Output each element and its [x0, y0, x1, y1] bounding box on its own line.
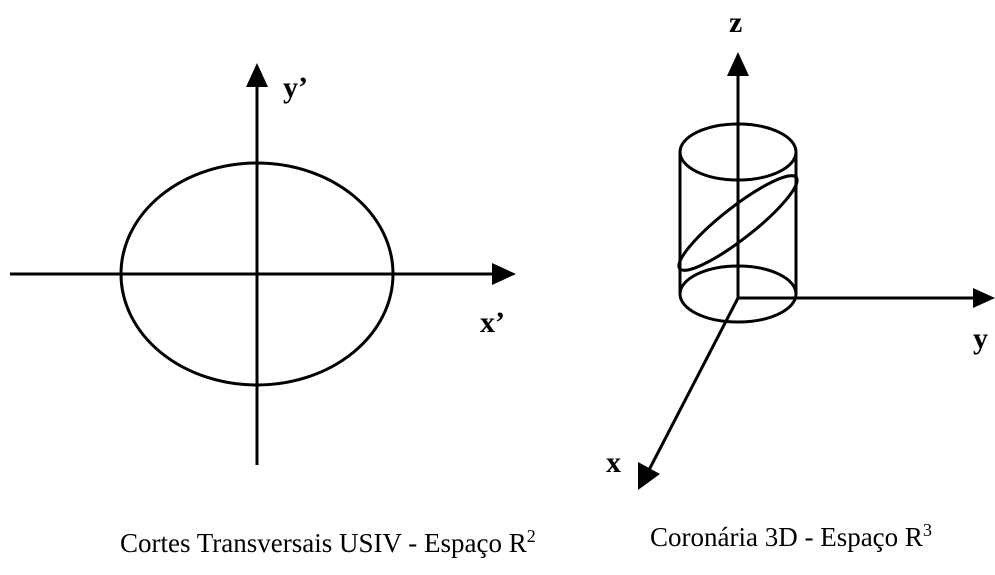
right-3d-diagram: z y x [606, 6, 995, 490]
right-caption: Coronária 3D - Espaço R3 [650, 520, 932, 553]
z-axis-label: z [729, 6, 742, 39]
left-caption-exponent: 2 [526, 526, 536, 546]
oblique-section-ellipse [677, 174, 799, 272]
left-caption-text: Cortes Transversais USIV - Espaço R [120, 528, 527, 558]
y-prime-axis-arrow [246, 63, 268, 87]
right-caption-exponent: 3 [922, 520, 932, 540]
x-axis-line [647, 297, 740, 471]
x-prime-axis-arrow [492, 263, 516, 285]
z-axis-arrow [727, 52, 749, 76]
cross-section-ellipse [119, 161, 395, 387]
x-axis-arrow [638, 462, 660, 490]
y-axis-arrow [973, 288, 995, 308]
y-prime-axis-label: y’ [283, 71, 308, 104]
x-prime-axis-label: x’ [480, 306, 505, 339]
right-caption-text: Coronária 3D - Espaço R [650, 522, 923, 552]
left-caption: Cortes Transversais USIV - Espaço R2 [120, 526, 536, 559]
left-2d-diagram: x’ y’ [10, 63, 516, 465]
x-axis-label: x [606, 446, 621, 479]
y-axis-label: y [973, 322, 988, 355]
